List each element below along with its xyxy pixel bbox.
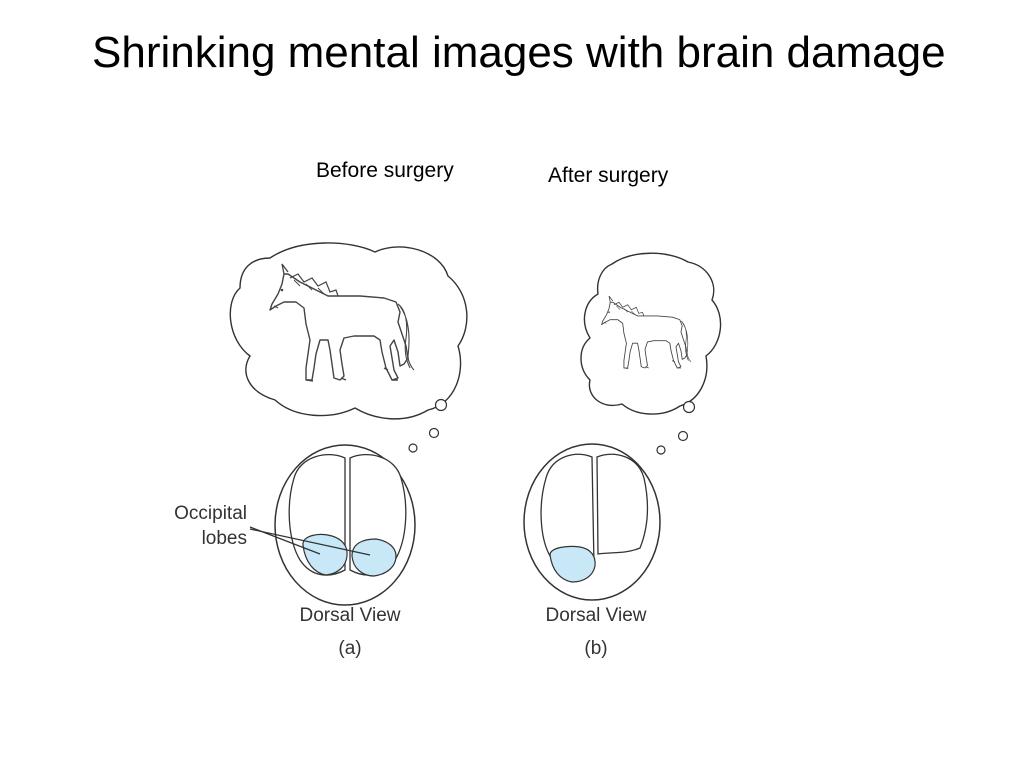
thought-bubble: [428, 427, 440, 439]
thought-bubble: [434, 398, 448, 412]
thought-bubble: [677, 430, 689, 442]
thought-bubble: [682, 400, 696, 414]
panel-label-b: (b): [584, 638, 607, 659]
brain-dorsal-after: [523, 443, 661, 601]
label-occipital: Occipital: [174, 503, 247, 524]
view-label-after: Dorsal View: [545, 605, 646, 626]
label-lobes: lobes: [202, 528, 247, 549]
panel-after: Dorsal View (b): [523, 252, 722, 659]
view-label-before: Dorsal View: [299, 605, 400, 626]
caption-after-surgery: After surgery: [548, 164, 669, 187]
caption-before-surgery: Before surgery: [316, 159, 454, 182]
slide-title: Shrinking mental images with brain damag…: [92, 28, 946, 77]
thought-bubble: [408, 443, 418, 453]
brain-dorsal-before: [274, 444, 416, 606]
right-hemisphere-damaged: [596, 453, 649, 555]
occipital-lobe-right: [351, 538, 397, 577]
panel-label-a: (a): [338, 638, 361, 659]
thought-bubble: [656, 445, 666, 455]
pointer-line-right: [249, 528, 371, 556]
occipital-lobe-left: [302, 533, 348, 576]
panel-before: Occipital lobes Dorsal View (a): [174, 242, 468, 659]
occipital-lobe-left: [549, 545, 596, 583]
